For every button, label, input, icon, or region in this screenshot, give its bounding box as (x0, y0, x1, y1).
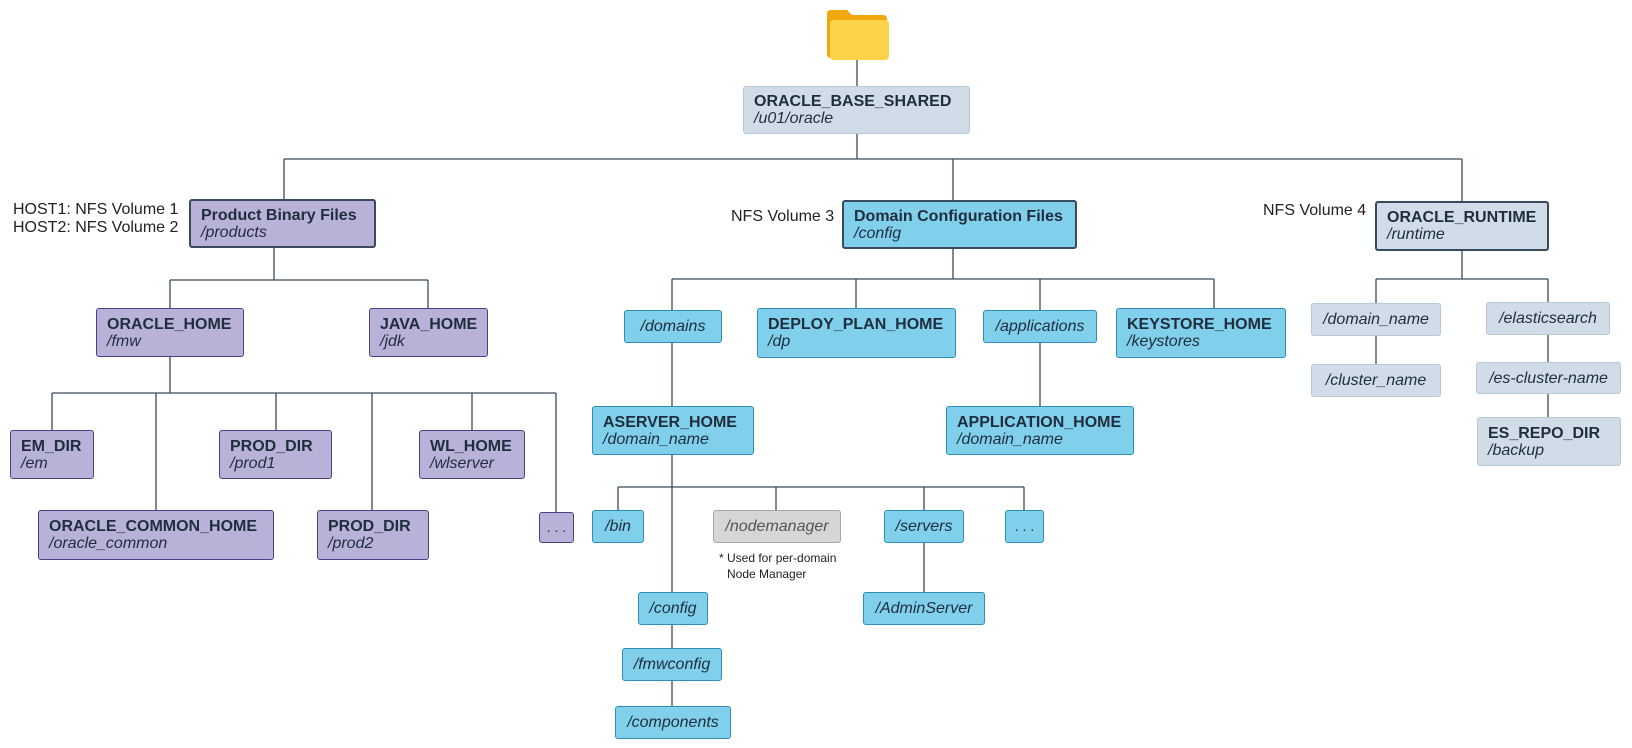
node-path: /runtime (1387, 226, 1445, 243)
fmwconfig-node[interactable]: /fmwconfig (622, 648, 722, 681)
node-title: ASERVER_HOME (603, 413, 737, 431)
node-label: . . . (1014, 518, 1035, 534)
nodemanager-node[interactable]: /nodemanager (713, 510, 841, 543)
node-path: /backup (1488, 441, 1545, 459)
node-title: Domain Configuration Files (854, 207, 1063, 225)
nodemanager-note: * Used for per-domain Node Manager (719, 550, 836, 582)
node-label: /applications (995, 318, 1085, 335)
nfs-volume-4-label: NFS Volume 4 (1263, 202, 1367, 219)
deploy-plan-home-node[interactable]: DEPLOY_PLAN_HOME /dp (757, 308, 956, 358)
node-path: /domain_name (603, 430, 709, 448)
wl-home-node[interactable]: WL_HOME /wlserver (419, 430, 525, 479)
node-label: /elasticsearch (1499, 310, 1597, 327)
bin-node[interactable]: /bin (592, 510, 644, 543)
oracle-home-node[interactable]: ORACLE_HOME /fmw (96, 308, 244, 357)
node-label: /AdminServer (875, 600, 973, 617)
prod-dir-prod2-node[interactable]: PROD_DIR /prod2 (317, 510, 429, 560)
node-title: APPLICATION_HOME (957, 413, 1122, 431)
note-line-1: * Used for per-domain (719, 551, 837, 565)
node-label: /domain_name (1323, 311, 1429, 328)
node-label: /domains (640, 318, 706, 335)
node-title: KEYSTORE_HOME (1127, 316, 1272, 333)
node-title: PROD_DIR (328, 518, 411, 535)
components-node[interactable]: /components (615, 706, 731, 739)
node-title: PROD_DIR (230, 437, 313, 455)
node-path: /config (854, 224, 902, 242)
node-title: DEPLOY_PLAN_HOME (768, 316, 944, 333)
runtime-domain-name-node[interactable]: /domain_name (1311, 303, 1441, 336)
application-home-node[interactable]: APPLICATION_HOME /domain_name (946, 406, 1134, 455)
note-line-2: Node Manager (727, 567, 807, 581)
node-title: Product Binary Files (201, 206, 357, 224)
elasticsearch-node[interactable]: /elasticsearch (1486, 302, 1610, 335)
adminserver-node[interactable]: /AdminServer (863, 592, 985, 625)
node-path: /u01/oracle (754, 110, 834, 127)
node-path: /keystores (1127, 333, 1200, 350)
es-repo-dir-node[interactable]: ES_REPO_DIR /backup (1477, 417, 1621, 466)
node-path: /prod2 (328, 535, 374, 552)
em-dir-node[interactable]: EM_DIR /em (10, 430, 94, 479)
node-label: /cluster_name (1325, 372, 1427, 389)
oracle-base-shared-node[interactable]: ORACLE_BASE_SHARED /u01/oracle (743, 86, 970, 134)
node-title: WL_HOME (430, 437, 512, 455)
node-path: /em (21, 454, 48, 472)
node-path: /products (201, 223, 267, 241)
node-title: ORACLE_HOME (107, 315, 232, 333)
node-path: /oracle_common (49, 535, 168, 552)
domain-configuration-files-node[interactable]: Domain Configuration Files /config (842, 200, 1077, 249)
nfs-volume-3-label: NFS Volume 3 (731, 208, 835, 225)
node-path: /dp (768, 333, 791, 350)
node-title: ES_REPO_DIR (1488, 424, 1601, 442)
node-title: JAVA_HOME (380, 315, 478, 333)
servers-node[interactable]: /servers (884, 510, 964, 543)
node-label: /config (649, 600, 697, 617)
node-label: /servers (895, 518, 953, 535)
host1-volume-label: HOST1: NFS Volume 1 (13, 201, 179, 218)
node-title: ORACLE_RUNTIME (1387, 209, 1537, 226)
applications-node[interactable]: /applications (983, 310, 1097, 343)
host2-volume-label: HOST2: NFS Volume 2 (13, 219, 179, 236)
java-home-node[interactable]: JAVA_HOME /jdk (369, 308, 488, 357)
products-more-node[interactable]: . . . (539, 512, 574, 543)
node-path: /wlserver (430, 454, 495, 472)
node-title: ORACLE_COMMON_HOME (49, 518, 258, 535)
folder-icon (827, 10, 889, 60)
domains-node[interactable]: /domains (624, 310, 722, 343)
node-label: /bin (605, 518, 631, 535)
config-more-node[interactable]: . . . (1005, 510, 1044, 543)
node-path: /domain_name (957, 430, 1063, 448)
aserver-home-node[interactable]: ASERVER_HOME /domain_name (592, 406, 754, 455)
oracle-common-home-node[interactable]: ORACLE_COMMON_HOME /oracle_common (38, 510, 274, 560)
prod-dir-prod1-node[interactable]: PROD_DIR /prod1 (219, 430, 332, 479)
node-label: /fmwconfig (633, 656, 711, 673)
cluster-name-node[interactable]: /cluster_name (1311, 364, 1441, 397)
config-dir-node[interactable]: /config (638, 592, 708, 625)
node-path: /jdk (380, 332, 405, 350)
node-label: . . . (546, 519, 567, 535)
node-label: /nodemanager (725, 518, 829, 535)
keystore-home-node[interactable]: KEYSTORE_HOME /keystores (1116, 308, 1286, 358)
node-path: /fmw (107, 332, 141, 350)
node-path: /prod1 (230, 454, 276, 472)
es-cluster-name-node[interactable]: /es-cluster-name (1476, 362, 1621, 394)
node-title: EM_DIR (21, 437, 82, 455)
product-binary-files-node[interactable]: Product Binary Files /products (189, 199, 376, 248)
node-label: /components (627, 714, 719, 731)
node-label: /es-cluster-name (1489, 369, 1608, 387)
node-title: ORACLE_BASE_SHARED (754, 93, 952, 110)
oracle-runtime-node[interactable]: ORACLE_RUNTIME /runtime (1375, 201, 1549, 251)
